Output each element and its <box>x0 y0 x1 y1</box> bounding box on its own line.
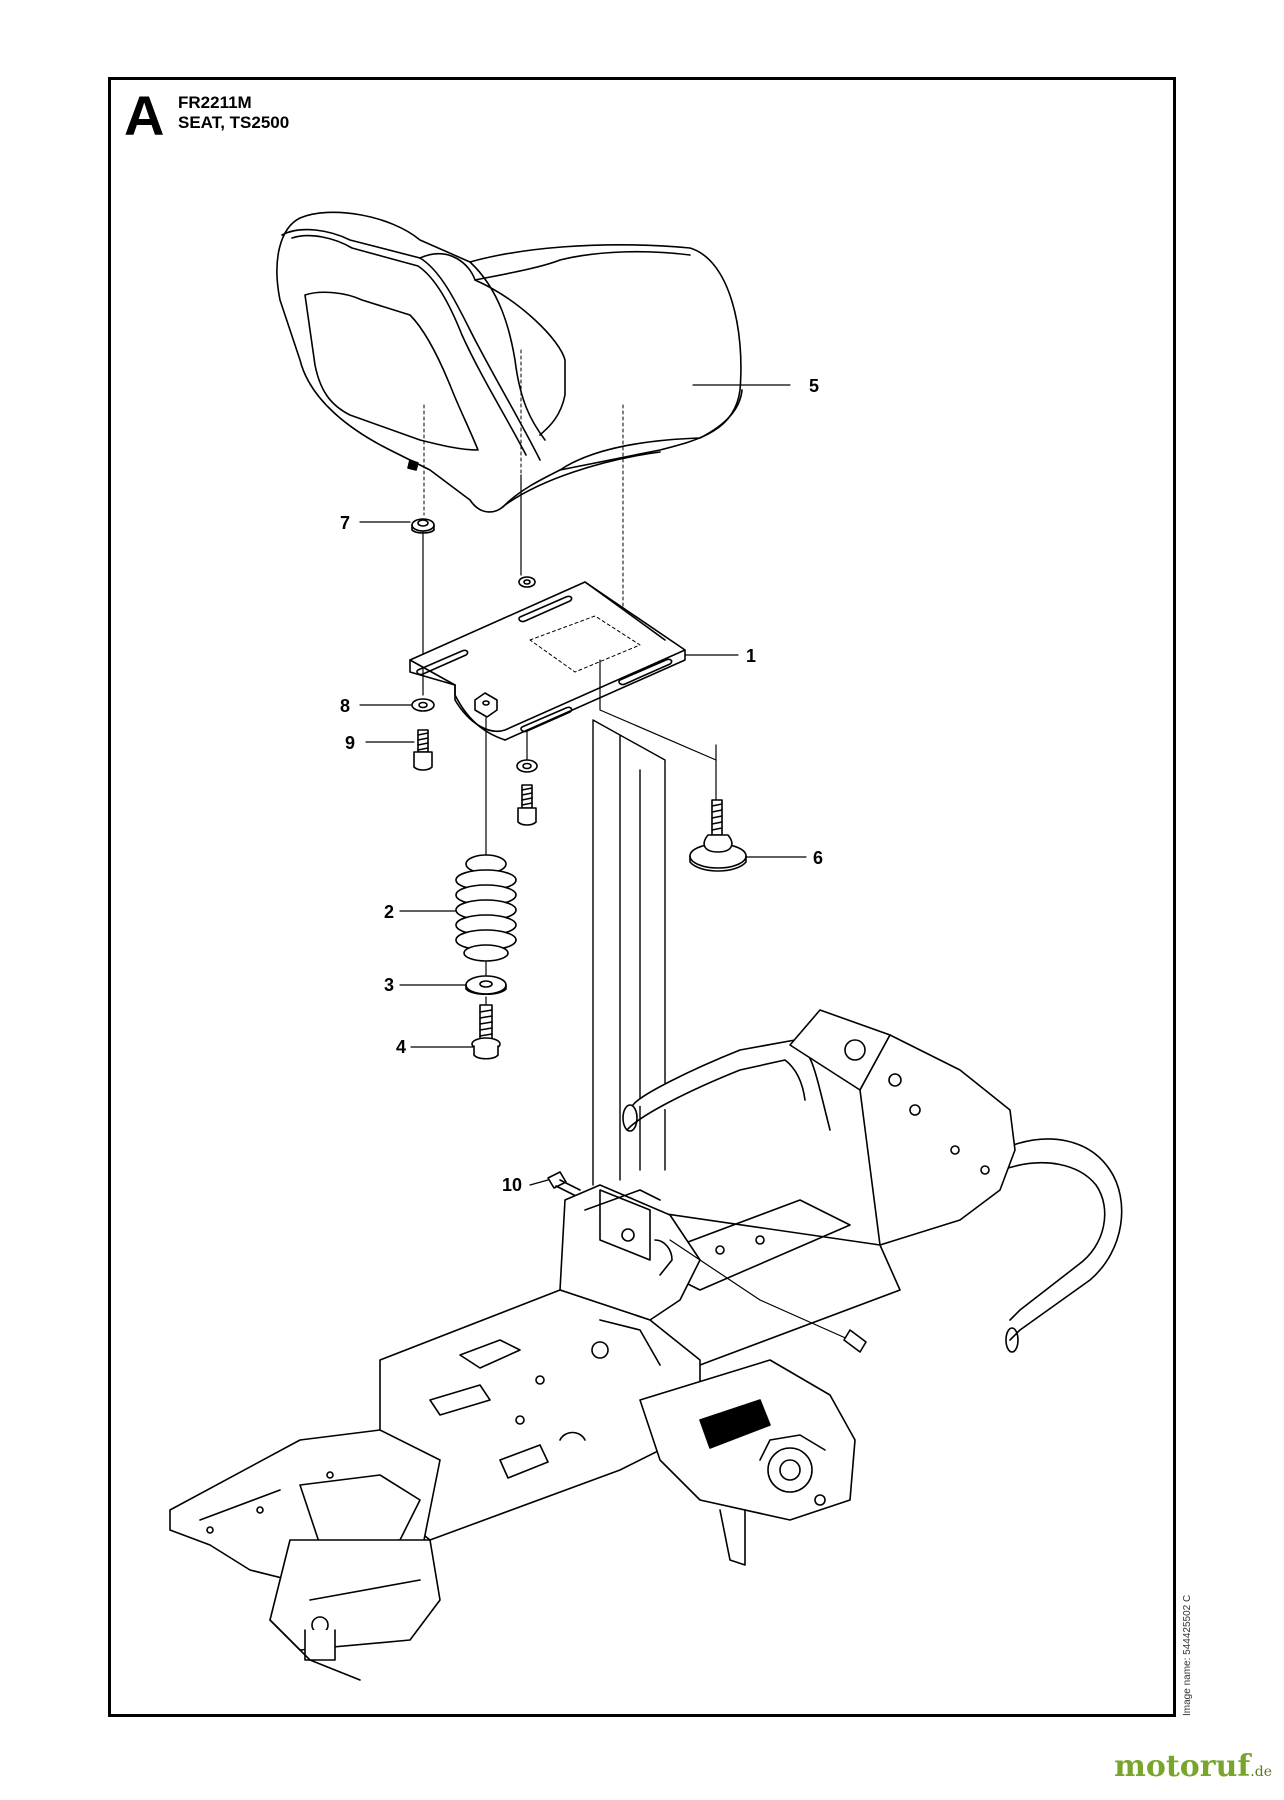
part-9-bolt <box>413 729 433 771</box>
center-washer <box>516 759 538 773</box>
seat-plate-part <box>409 581 686 741</box>
callout-2: 2 <box>384 902 394 922</box>
section-letter: A <box>124 84 165 147</box>
part-6-knob <box>689 799 747 872</box>
callout-1: 1 <box>746 646 756 666</box>
diagram-frame <box>108 77 1176 1717</box>
part-4-bolt <box>471 1004 501 1060</box>
callout-7: 7 <box>340 513 350 533</box>
watermark-text: motoruf <box>1114 1749 1251 1784</box>
callout-8: 8 <box>340 696 350 716</box>
diagram-title: SEAT, TS2500 <box>178 113 290 132</box>
callout-4: 4 <box>396 1037 406 1057</box>
chassis-frame <box>169 1009 1123 1681</box>
part-2-spring <box>455 854 517 962</box>
part-8-washer <box>411 698 435 712</box>
callout-leaders <box>359 384 807 1186</box>
callout-6: 6 <box>813 848 823 868</box>
image-name-label: Image name: 544425502 C <box>1182 1594 1193 1716</box>
callout-9: 9 <box>345 733 355 753</box>
callout-10: 10 <box>502 1175 522 1195</box>
part-10-screw <box>547 1171 581 1197</box>
watermark-logo: motoruf.de <box>1114 1749 1272 1784</box>
model-code: FR2211M <box>178 93 252 112</box>
part-3-washer <box>465 975 507 996</box>
callout-3: 3 <box>384 975 394 995</box>
watermark-tld: .de <box>1250 1764 1272 1780</box>
center-bolt <box>517 784 537 826</box>
callout-5: 5 <box>809 376 819 396</box>
seat-part <box>276 211 743 513</box>
